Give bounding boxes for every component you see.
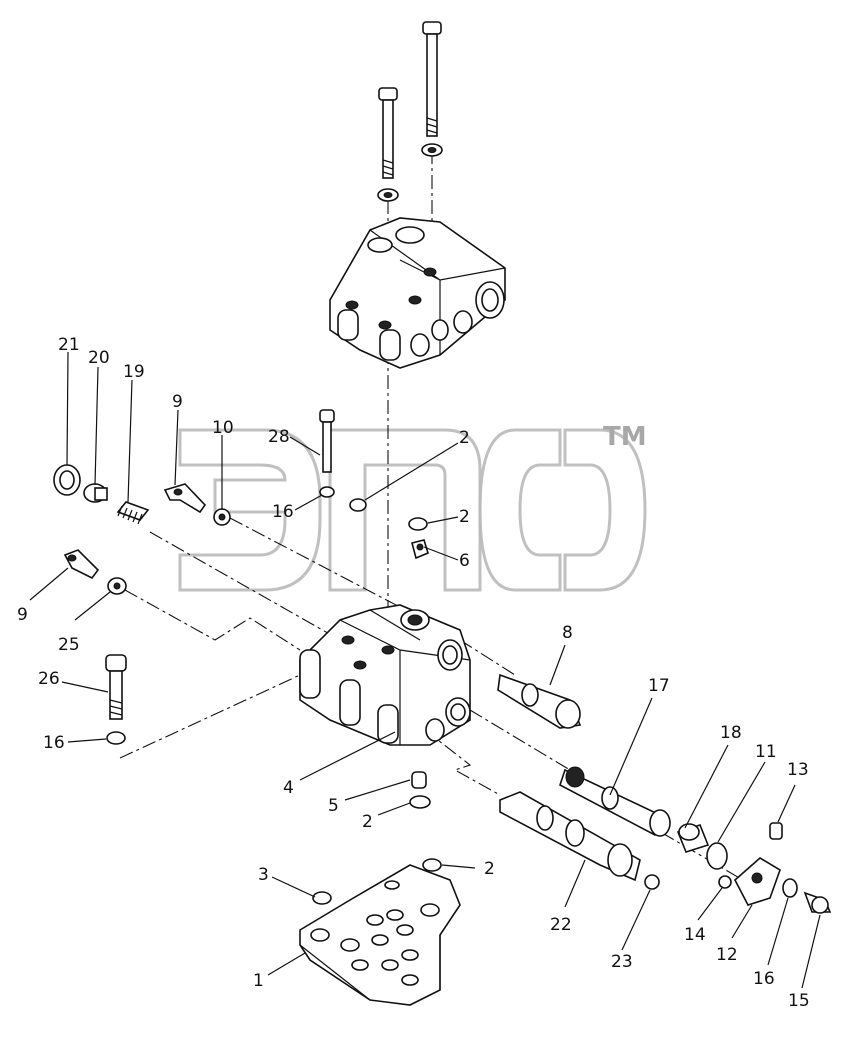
callout-8: 8 (562, 623, 573, 643)
callout-28: 28 (268, 427, 290, 447)
part-12-cover (734, 857, 781, 906)
part-15-plug (803, 891, 832, 914)
callout-11: 11 (755, 742, 777, 762)
part-2-oring-c (409, 795, 431, 809)
part-9-banjo-lower (63, 549, 100, 580)
leader-lines (29, 351, 821, 989)
watermark-trademark: TM (603, 422, 647, 452)
callout-6: 6 (459, 551, 470, 571)
part-16-washer-left (106, 731, 126, 745)
part-5-plug (411, 771, 427, 789)
part-2-oring-d (422, 858, 442, 872)
callout-22: 22 (550, 915, 572, 935)
callout-2-a: 2 (459, 428, 470, 448)
part-6-plug (411, 539, 429, 560)
callout-12: 12 (716, 945, 738, 965)
part-18-bushing (676, 823, 710, 853)
callout-18: 18 (720, 723, 742, 743)
part-25-nut (107, 577, 127, 595)
part-23-ball (644, 874, 660, 890)
callout-25: 25 (58, 635, 80, 655)
callout-21: 21 (58, 335, 80, 355)
part-3-ring (312, 891, 332, 905)
callout-9-upper: 9 (172, 392, 183, 412)
callout-labels: 21 20 19 9 10 28 2 16 2 6 9 25 26 16 8 1… (17, 335, 810, 1011)
callout-5: 5 (328, 796, 339, 816)
callout-13: 13 (787, 760, 809, 780)
callout-15: 15 (788, 991, 810, 1011)
callout-16-a: 16 (272, 502, 294, 522)
part-8-plunger (497, 673, 582, 729)
middle-valve-body (299, 604, 471, 746)
part-26-bolt (105, 654, 127, 720)
part-16-washer-right (782, 878, 798, 898)
part-19-spring (116, 501, 150, 525)
callout-20: 20 (88, 348, 110, 368)
callout-16-b: 16 (43, 733, 65, 753)
callout-1: 1 (253, 971, 264, 991)
long-bolt-right (421, 21, 443, 157)
callout-16-c: 16 (753, 969, 775, 989)
part-14-ring (718, 875, 732, 889)
callout-9-lower: 9 (17, 605, 28, 625)
bottom-plate (299, 864, 461, 1006)
long-bolt-left (377, 87, 399, 202)
watermark-logo: TM (178, 422, 647, 592)
part-2-oring-b (408, 517, 428, 531)
callout-26: 26 (38, 669, 60, 689)
callout-2-b: 2 (459, 507, 470, 527)
part-17-spool (559, 766, 671, 837)
callout-2-c: 2 (362, 812, 373, 832)
callout-10: 10 (212, 418, 234, 438)
part-9-banjo-upper (163, 483, 207, 514)
part-28-screw (319, 409, 335, 498)
part-20-cap (83, 483, 108, 503)
part-11-oring (706, 842, 728, 870)
part-13-spring (769, 822, 783, 840)
part-21-washer (53, 464, 81, 496)
part-22-shaft (499, 791, 641, 882)
part-10-nut (213, 508, 231, 526)
callout-14: 14 (684, 925, 706, 945)
callout-19: 19 (123, 362, 145, 382)
callout-17: 17 (648, 676, 670, 696)
part-2-oring-a (349, 498, 367, 512)
upper-valve-body (329, 217, 506, 369)
callout-23: 23 (611, 952, 633, 972)
callout-2-d: 2 (484, 859, 495, 879)
callout-4: 4 (283, 778, 294, 798)
callout-3: 3 (258, 865, 269, 885)
